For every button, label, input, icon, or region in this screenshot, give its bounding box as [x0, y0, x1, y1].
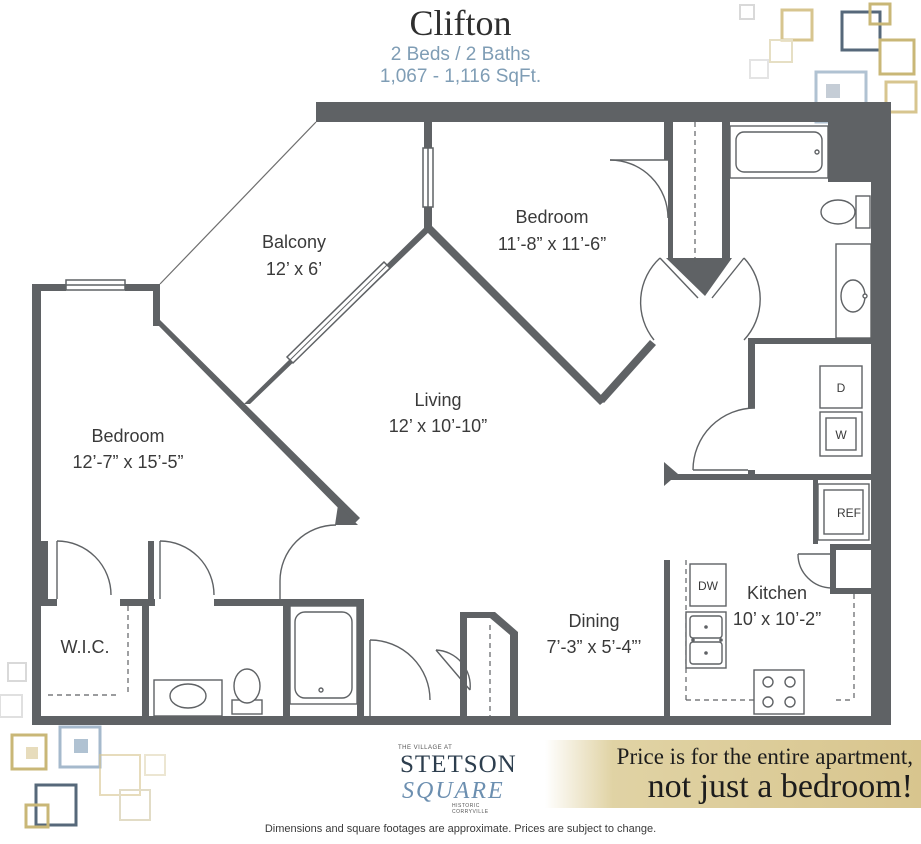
disclaimer: Dimensions and square footages are appro… — [264, 823, 657, 835]
dining-label: Dining — [568, 611, 619, 631]
dishwasher-label: DW — [698, 579, 719, 593]
kitchen-size: 10’ x 10’-2” — [733, 609, 821, 629]
dining-size: 7’-3” x 5’-4”’ — [546, 637, 641, 657]
washer-label: W — [835, 428, 847, 442]
walls — [32, 102, 891, 725]
refrigerator-label: REF — [837, 506, 861, 520]
door-swings — [56, 159, 833, 716]
kitchen-laundry-fixtures — [685, 365, 870, 715]
logo-tagline-bottom: HISTORIC CORRYVILLE — [452, 803, 489, 815]
banner-line1: Price is for the entire apartment, — [616, 744, 913, 769]
bathroom-fixtures — [153, 125, 872, 717]
dryer-label: D — [837, 381, 846, 395]
balcony-size: 12’ x 6’ — [266, 259, 322, 279]
beds-baths: 2 Beds / 2 Baths — [390, 44, 531, 65]
wic-label: W.I.C. — [61, 637, 110, 657]
dashed-closet-lines — [48, 122, 855, 716]
price-banner: Price is for the entire apartment, not j… — [545, 740, 921, 808]
sliding-door — [285, 260, 392, 365]
balcony-label: Balcony — [262, 232, 326, 252]
banner-line2: not just a bedroom! — [647, 768, 913, 805]
living-label: Living — [414, 390, 461, 410]
decorative-squares-top-right — [739, 2, 918, 124]
sink-drains — [691, 625, 723, 655]
kitchen-label: Kitchen — [747, 583, 807, 603]
bedroom-top-label: Bedroom — [515, 207, 588, 227]
decorative-squares-bottom-left — [0, 662, 166, 829]
living-size: 12’ x 10’-10” — [389, 416, 487, 436]
balcony-outline — [159, 121, 317, 285]
bedroom-left-label: Bedroom — [91, 426, 164, 446]
logo-name-line2: SQUARE — [402, 778, 505, 804]
windows — [65, 147, 434, 291]
bedroom-top-size: 11’-8” x 11’-6” — [498, 234, 606, 254]
logo-tagline-top: THE VILLAGE AT — [398, 745, 453, 751]
square-footage: 1,067 - 1,116 SqFt. — [379, 66, 542, 87]
stetson-square-logo: THE VILLAGE AT STETSON SQUARE HISTORIC C… — [398, 745, 518, 815]
logo-name-line1: STETSON — [400, 751, 517, 778]
plan-title: Clifton — [409, 3, 512, 43]
bedroom-left-size: 12’-7” x 15’-5” — [72, 452, 183, 472]
